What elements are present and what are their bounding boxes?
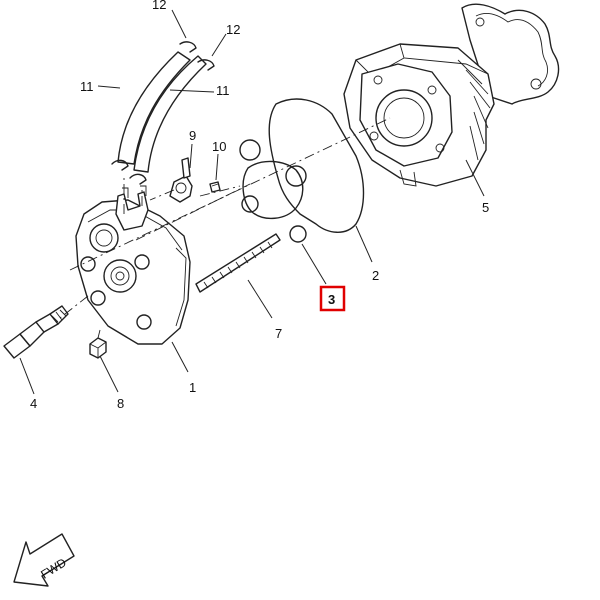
callout-7: 7 <box>275 326 282 341</box>
part-1-cylinder-head[interactable] <box>75 185 191 345</box>
callout-10: 10 <box>212 139 226 154</box>
callout-labels: 12 12 11 11 9 10 5 2 7 1 4 8 <box>30 0 489 411</box>
part-5-cylinder[interactable] <box>343 3 560 187</box>
part-11-hose[interactable] <box>117 51 207 173</box>
callout-5: 5 <box>482 200 489 215</box>
part-10-screw[interactable] <box>209 181 221 193</box>
callout-12-top: 12 <box>152 0 166 12</box>
part-4-spark-plug[interactable] <box>3 305 69 359</box>
part-8-nut[interactable] <box>89 337 107 359</box>
fwd-direction-arrow: FWD <box>13 533 75 587</box>
callout-2: 2 <box>372 268 379 283</box>
callout-3: 3 <box>328 292 335 307</box>
part-2-head-gasket[interactable] <box>268 98 365 233</box>
callout-11-left: 11 <box>80 79 94 94</box>
leader-lines <box>19 9 485 395</box>
part-3-o-rings[interactable] <box>239 139 307 243</box>
callout-4: 4 <box>30 396 37 411</box>
callout-11-right: 11 <box>216 83 230 98</box>
callout-1: 1 <box>189 380 196 395</box>
part-12-hose-clips[interactable] <box>111 41 215 185</box>
highlight-box <box>319 285 346 312</box>
assembly-centerlines <box>59 117 391 339</box>
callout-8: 8 <box>117 396 124 411</box>
fwd-arrow-icon <box>13 533 75 587</box>
callout-9: 9 <box>189 128 196 143</box>
part-7-stud-bolt[interactable] <box>195 233 281 293</box>
callout-3-highlight[interactable]: 3 <box>319 285 346 312</box>
part-9-temperature-sensor[interactable] <box>169 157 193 203</box>
callout-12-right: 12 <box>226 22 240 37</box>
